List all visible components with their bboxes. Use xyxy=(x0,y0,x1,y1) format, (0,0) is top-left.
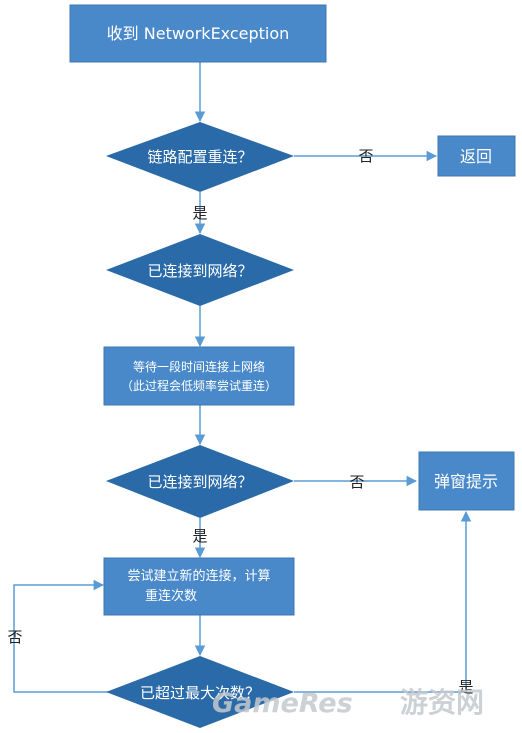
wait-line-1: 等待一段时间连接上网络 xyxy=(133,359,265,374)
max-label: 已超过最大次数？ xyxy=(140,684,260,702)
config-label: 链路配置重连？ xyxy=(147,148,252,166)
label-config-no: 否 xyxy=(358,147,373,165)
edges xyxy=(13,62,472,693)
connected1-label: 已连接到网络？ xyxy=(147,262,252,280)
label-config-yes: 是 xyxy=(192,204,207,222)
return-label: 返回 xyxy=(460,147,492,166)
start-label: 收到 NetworkException xyxy=(107,24,290,43)
watermark-cn: 游资网 xyxy=(400,686,484,719)
label-connected2-no: 否 xyxy=(349,473,364,491)
watermark-latin: GameRes xyxy=(212,688,353,719)
node-check-connected-2: 已连接到网络？ xyxy=(106,445,294,518)
config-diamond xyxy=(106,122,294,192)
label-max-yes: 是 xyxy=(458,678,473,696)
popup-box xyxy=(418,451,515,511)
node-check-max: 已超过最大次数？ xyxy=(106,656,294,728)
node-try-connect: 尝试建立新的连接，计算 重连次数 xyxy=(103,557,295,616)
node-check-reconnect-config: 链路配置重连？ xyxy=(106,122,294,192)
max-diamond xyxy=(106,656,294,728)
start-box xyxy=(69,4,327,63)
node-popup: 弹窗提示 xyxy=(418,451,515,511)
connected2-diamond xyxy=(106,445,294,518)
try-line-1: 尝试建立新的连接，计算 xyxy=(127,568,270,584)
edge-labels: 否 是 否 是 否 是 xyxy=(7,147,473,696)
try-box xyxy=(103,557,295,616)
node-return: 返回 xyxy=(437,135,516,177)
wait-line-2: （此过程会低频率尝试重连） xyxy=(121,378,277,393)
watermark: GameRes 游资网 xyxy=(212,686,484,719)
popup-label: 弹窗提示 xyxy=(434,472,498,491)
try-line-2: 重连次数 xyxy=(145,588,197,604)
label-max-no: 否 xyxy=(7,628,22,646)
node-check-connected-1: 已连接到网络？ xyxy=(106,234,294,306)
connected1-diamond xyxy=(106,234,294,306)
return-box xyxy=(437,135,516,177)
node-wait: 等待一段时间连接上网络 （此过程会低频率尝试重连） xyxy=(103,346,295,406)
connected2-label: 已连接到网络？ xyxy=(147,473,252,491)
wait-box xyxy=(103,346,295,406)
node-start: 收到 NetworkException xyxy=(69,4,327,63)
edge-max-yes-to-popup xyxy=(294,510,472,693)
label-connected2-yes: 是 xyxy=(192,527,207,545)
